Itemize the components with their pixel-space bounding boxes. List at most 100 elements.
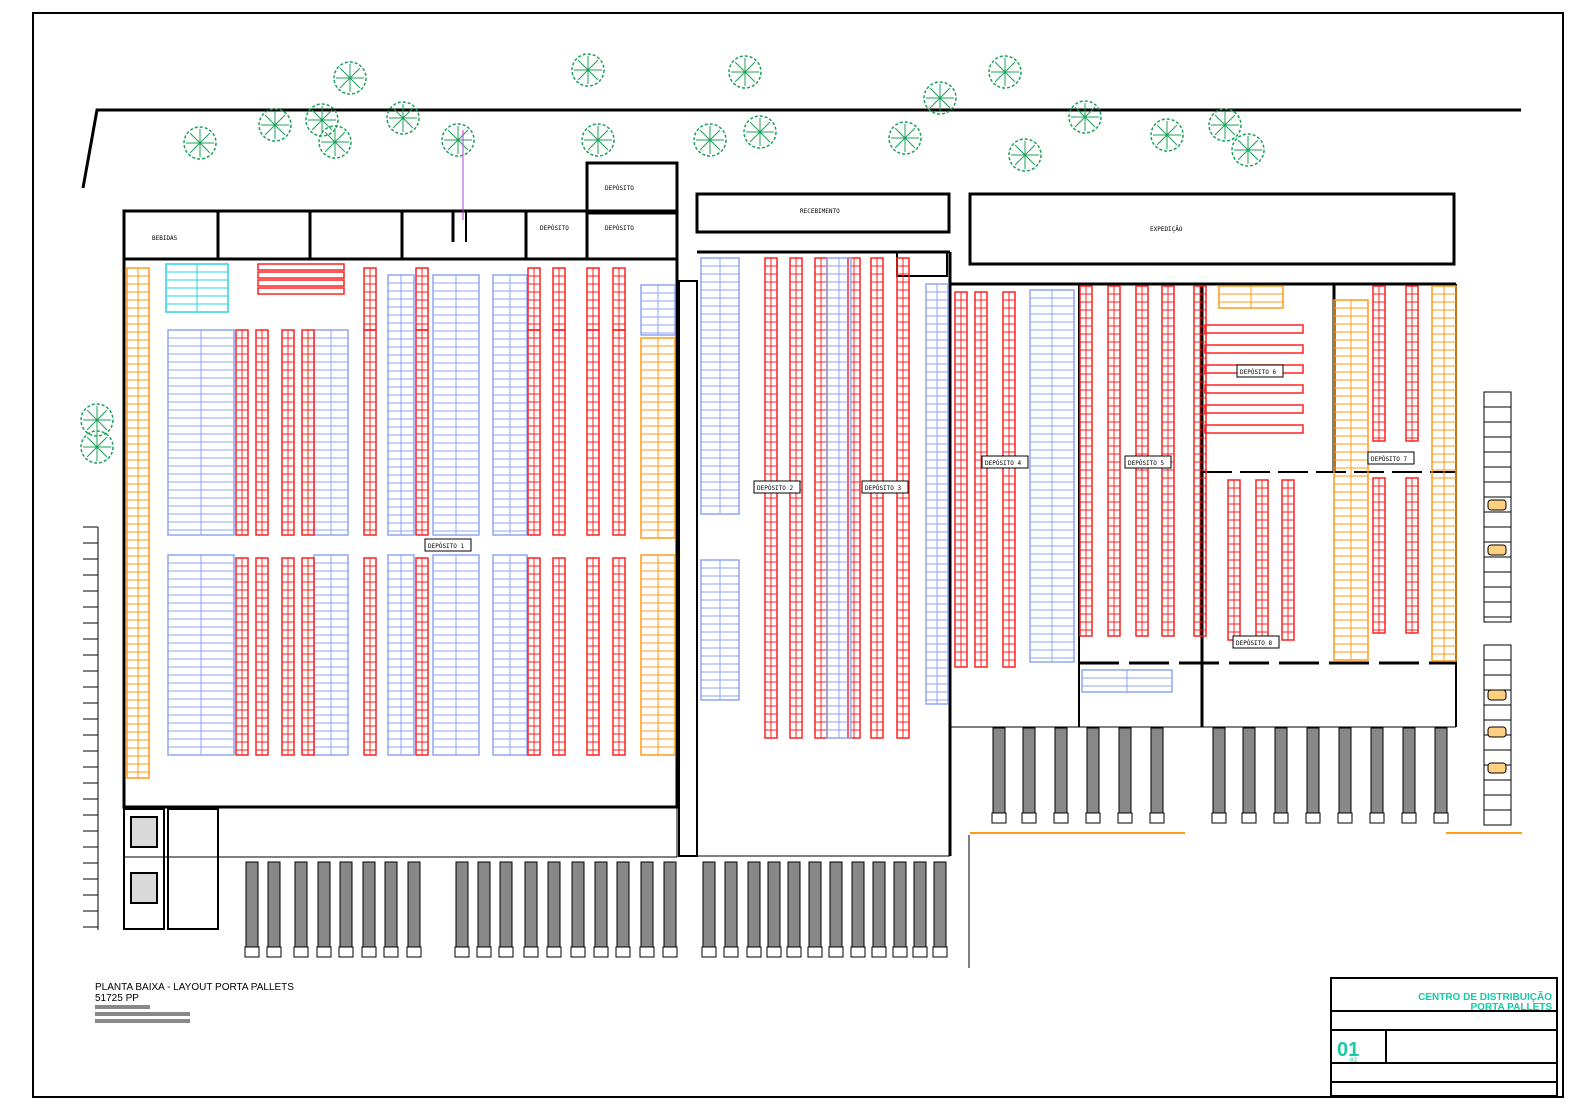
tree-icon [305,103,339,137]
rack-red [1107,285,1121,637]
tree-icon [183,126,217,160]
title-block: CENTRO DE DISTRIBUIÇÃO PORTA PALLETS 01 … [1330,977,1558,1097]
rack-blue [387,274,415,536]
tree-icon [728,55,762,89]
rack-red [612,329,626,536]
tree-icon [988,55,1022,89]
rack-blue [167,554,235,756]
rack-blue [700,257,740,515]
rack-blue [387,554,415,756]
truck-icon [593,861,609,958]
truck-icon [1241,727,1257,824]
tree-icon [743,115,777,149]
docked-trucks [244,727,1449,958]
rack-red [586,267,600,331]
area-label: DEPÓSITO 4 [985,460,1022,467]
tree-icon [923,81,957,115]
rack-red [235,329,249,536]
project-subtitle: PORTA PALLETS [1471,1002,1553,1013]
rack-red [1204,344,1304,354]
truck-icon [293,861,309,958]
rack-red [974,291,988,668]
truck-icon [476,861,492,958]
truck-icon [1053,727,1069,824]
rack-red [896,257,910,739]
truck-icon [912,861,928,958]
svg-text:DEPÓSITO: DEPÓSITO [605,225,634,232]
rack-blue [313,329,349,536]
truck-icon [991,727,1007,824]
rack-red [552,329,566,536]
rack-red [301,329,315,536]
truck-icon [746,861,762,958]
truck-icon [828,861,844,958]
legend-subtitle: 51725 PP [95,993,139,1004]
rack-red [363,267,377,331]
rack-red [527,557,541,756]
rack-red [255,557,269,756]
truck-icon [662,861,678,958]
tree-icon [258,108,292,142]
rack-red [612,267,626,331]
rack-blue [700,559,740,701]
tree-icon [693,123,727,157]
truck-icon [1021,727,1037,824]
truck-icon [316,861,332,958]
rack-orange [1431,285,1457,662]
truck-icon [850,861,866,958]
room-label: EXPEDIÇÃO [1150,226,1183,233]
room-top-right [968,192,1456,266]
tree-icon [888,121,922,155]
rack-red [1405,285,1419,442]
rack-red [281,329,295,536]
tree-icon [1068,100,1102,134]
rack-cyan [165,263,229,313]
rack-red [870,257,884,739]
truck-icon [786,861,802,958]
sheet-total: 02 [1350,1057,1358,1064]
rack-blue [492,554,528,756]
car-icon [1487,689,1507,701]
rack-red [1372,477,1386,634]
rack-red [281,557,295,756]
rack-blue [167,329,235,536]
rack-red [586,329,600,536]
rack-blue [313,554,349,756]
truck-icon [723,861,739,958]
rack-red [586,557,600,756]
rack-red [257,263,345,271]
rack-red [415,557,429,756]
tree-icon [1208,108,1242,142]
rack-red [363,329,377,536]
rack-red [527,329,541,536]
svg-text:DEPÓSITO: DEPÓSITO [540,225,569,232]
rack-red [552,267,566,331]
rack-red [814,257,828,739]
rack-red [1204,404,1304,414]
room-top-mid [695,192,951,234]
truck-icon [615,861,631,958]
rack-red [954,291,968,668]
rack-red [1227,479,1241,641]
truck-icon [1433,727,1449,824]
rack-red [415,329,429,536]
service-area [123,808,219,930]
room-label: RECEBIMENTO [800,208,840,215]
truck-icon [766,861,782,958]
truck-icon [406,861,422,958]
parking-line [1483,391,1512,623]
rack-red [1372,285,1386,442]
rack-blue [432,554,480,756]
truck-icon [498,861,514,958]
car-icon [1487,544,1507,556]
rack-blue [826,257,852,739]
site-boundary [81,108,1521,189]
truck-icon [266,861,282,958]
tree-icon [80,430,114,464]
tree-icon [80,403,114,437]
tree-icon [386,101,420,135]
rack-red [363,557,377,756]
rack-red [1193,285,1207,637]
rack-red [1281,479,1295,641]
